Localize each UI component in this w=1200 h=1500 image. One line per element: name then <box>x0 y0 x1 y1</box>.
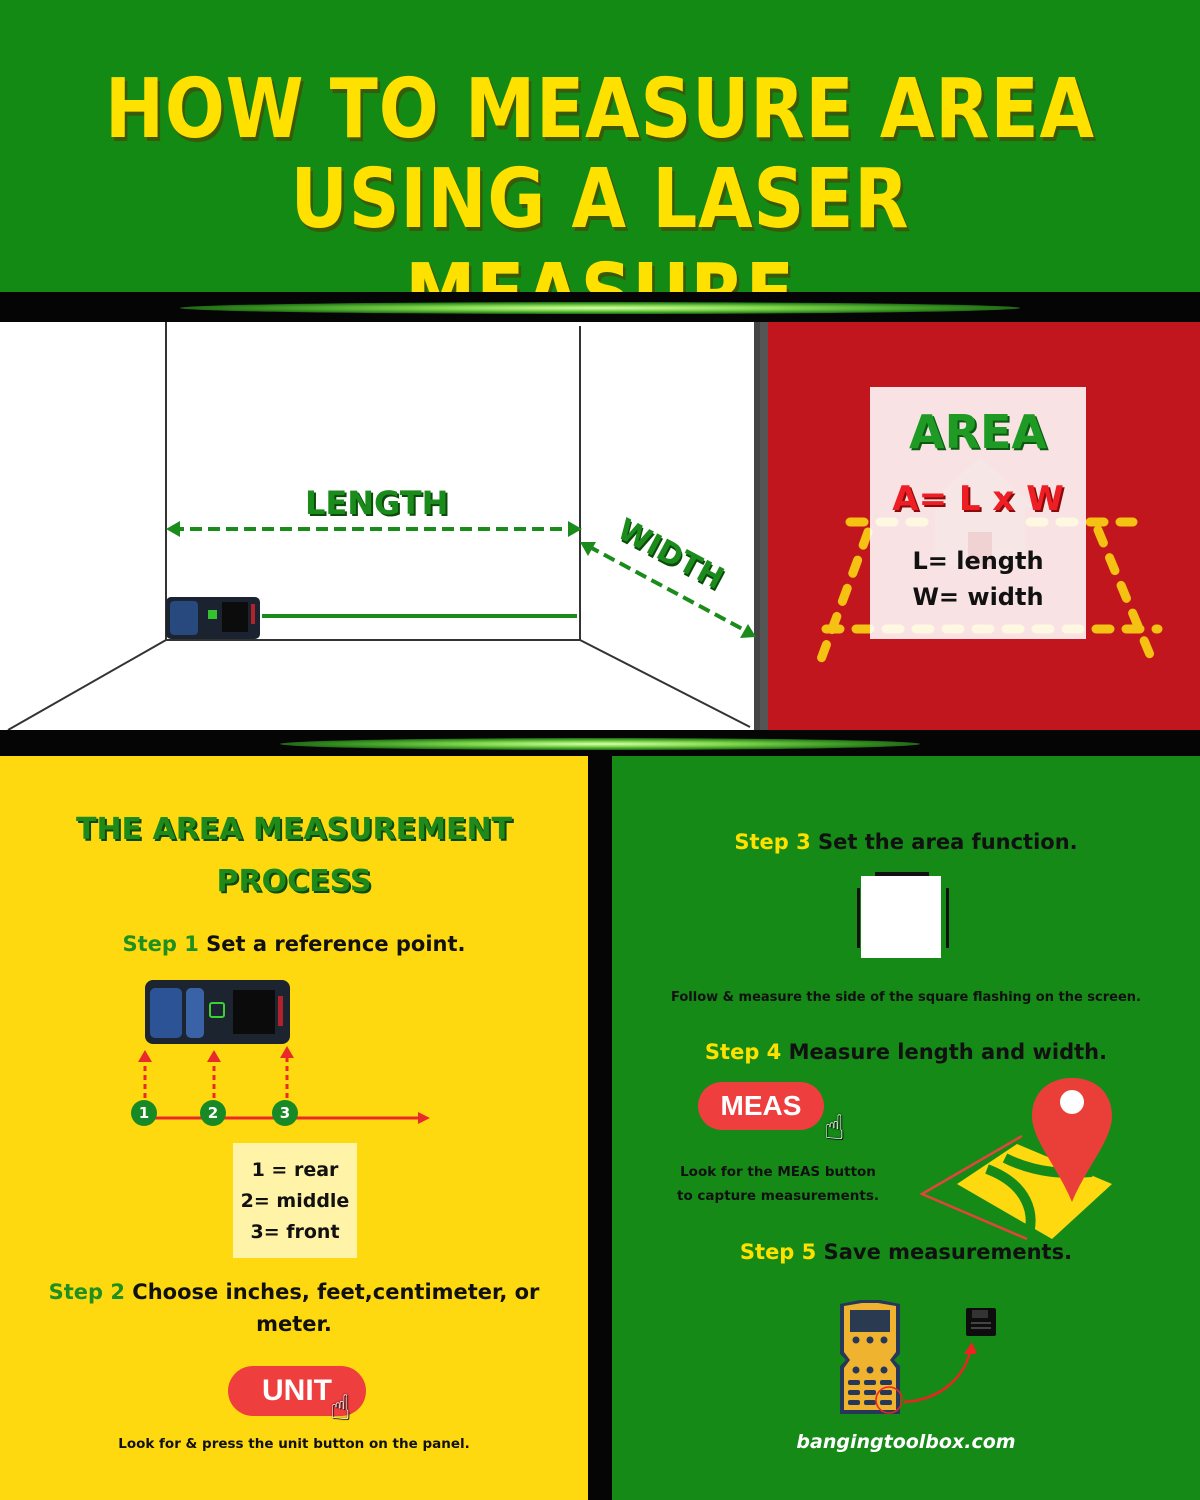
width-definition: W= width <box>912 583 1044 611</box>
pointer-hand-icon: ☝ <box>330 1388 351 1428</box>
step-5-number: Step 5 <box>739 1240 817 1264</box>
laser-measure-device <box>166 597 260 639</box>
length-definition: L= length <box>912 547 1044 575</box>
step-2-text-line-2: meter. <box>256 1312 332 1336</box>
step-4-text: Measure length and width. <box>788 1040 1108 1064</box>
step-4-number: Step 4 <box>704 1040 782 1064</box>
pointer-hand-icon: ☝ <box>824 1108 845 1148</box>
process-panel: THE AREA MEASUREMENT PROCESS Step 1 Set … <box>0 756 588 1500</box>
step-3-caption: Follow & measure the side of the square … <box>671 990 1141 1005</box>
process-title-line-2: PROCESS <box>216 864 372 899</box>
meas-caption: Look for the MEAS button to capture meas… <box>668 1160 888 1208</box>
room-diagram <box>7 322 760 730</box>
map-location-icon <box>919 1078 1112 1241</box>
area-formula: A= L x W <box>892 479 1064 519</box>
legend-rear: 1 = rear <box>251 1159 339 1181</box>
process-title-line-1: THE AREA MEASUREMENT <box>75 812 513 847</box>
meas-caption-line-2: to capture measurements. <box>676 1188 880 1204</box>
vertical-divider <box>588 756 612 1500</box>
save-measurement-illustration <box>840 1300 996 1414</box>
marker-1: 1 <box>131 1100 157 1126</box>
step-4-heading: Step 4 Measure length and width. <box>612 1040 1200 1064</box>
website-link[interactable]: bangingtoolbox.com <box>796 1431 1016 1453</box>
meas-button[interactable]: MEAS <box>698 1082 824 1130</box>
title-line-1: HOW TO MEASURE AREA <box>105 62 1095 157</box>
step-1-number: Step 1 <box>122 932 199 956</box>
step-5-heading: Step 5 Save measurements. <box>612 1240 1200 1264</box>
legend-middle: 2= middle <box>240 1190 350 1212</box>
laser-measure-device-icon <box>145 980 290 1044</box>
step-2-number: Step 2 <box>48 1280 125 1304</box>
divider-glow-top <box>0 292 1200 322</box>
unit-button[interactable]: UNIT <box>228 1366 366 1416</box>
step-2-text-line-1: Choose inches, feet,centimeter, or <box>132 1280 540 1304</box>
step-3-number: Step 3 <box>734 830 811 854</box>
unit-caption: Look for & press the unit button on the … <box>118 1436 470 1452</box>
area-card: AREA A= L x W L= length W= width <box>870 387 1086 639</box>
step-3-heading: Step 3 Set the area function. <box>612 830 1200 854</box>
reference-legend: 1 = rear 2= middle 3= front <box>233 1143 357 1258</box>
steps-panel: Step 3 Set the area function. Follow & m… <box>612 756 1200 1500</box>
step-3-text: Set the area function. <box>818 830 1078 854</box>
marker-3: 3 <box>272 1100 298 1126</box>
length-label: LENGTH <box>305 484 449 522</box>
header-banner: HOW TO MEASURE AREA USING A LASER MEASUR… <box>0 0 1200 342</box>
floppy-disk-icon <box>966 1308 996 1336</box>
step-1-heading: Step 1 Set a reference point. <box>0 932 588 956</box>
step-1-text: Set a reference point. <box>206 932 466 956</box>
step-5-text: Save measurements. <box>823 1240 1073 1264</box>
legend-front: 3= front <box>250 1221 340 1243</box>
marker-2: 2 <box>200 1100 226 1126</box>
area-title: AREA <box>908 405 1048 459</box>
house-icon <box>925 457 1035 567</box>
divider-glow-middle <box>0 730 1200 756</box>
step-2-heading: Step 2 Choose inches, feet,centimeter, o… <box>20 1276 568 1340</box>
meas-caption-line-1: Look for the MEAS button <box>680 1164 876 1180</box>
handheld-device-icon <box>840 1300 903 1414</box>
area-formula-panel: AREA A= L x W L= length W= width <box>760 322 1200 730</box>
area-square-icon <box>857 872 949 958</box>
room-illustration: LENGTH WIDTH <box>0 322 760 730</box>
